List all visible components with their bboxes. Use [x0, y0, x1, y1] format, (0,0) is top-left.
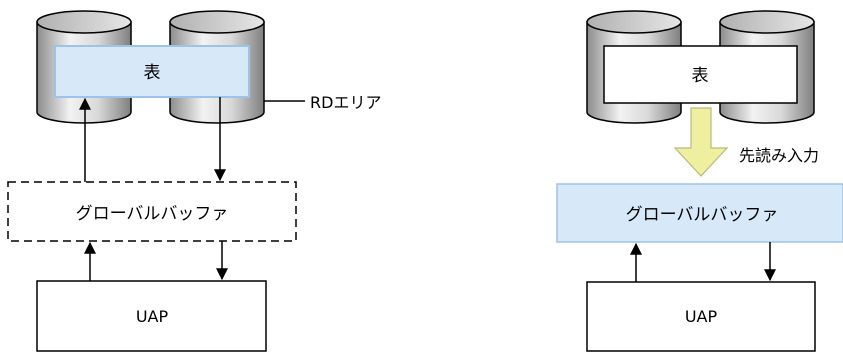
left-global-buffer-label: グローバルバッファ [76, 204, 229, 224]
left-uap-box [36, 280, 267, 352]
right-diagram: 表 先読み入力 グローバルバッファ UAP [556, 10, 843, 352]
right-uap-box [586, 281, 816, 352]
right-global-buffer-box [556, 183, 843, 243]
left-global-buffer-box [7, 181, 297, 242]
left-table-box [54, 45, 250, 98]
left-diagram: RDエリア 表 グローバルバッファ UAP [7, 10, 381, 352]
right-table-label: 表 [692, 66, 709, 86]
prefetch-label: 先読み入力 [739, 146, 819, 165]
right-global-buffer-label: グローバルバッファ [626, 205, 779, 225]
rd-area-label: RDエリア [310, 93, 381, 112]
left-table-label: 表 [144, 63, 161, 83]
prefetch-block-arrow [673, 107, 729, 177]
right-table-box [603, 45, 798, 104]
left-uap-label: UAP [136, 307, 169, 326]
right-uap-label: UAP [685, 307, 718, 326]
